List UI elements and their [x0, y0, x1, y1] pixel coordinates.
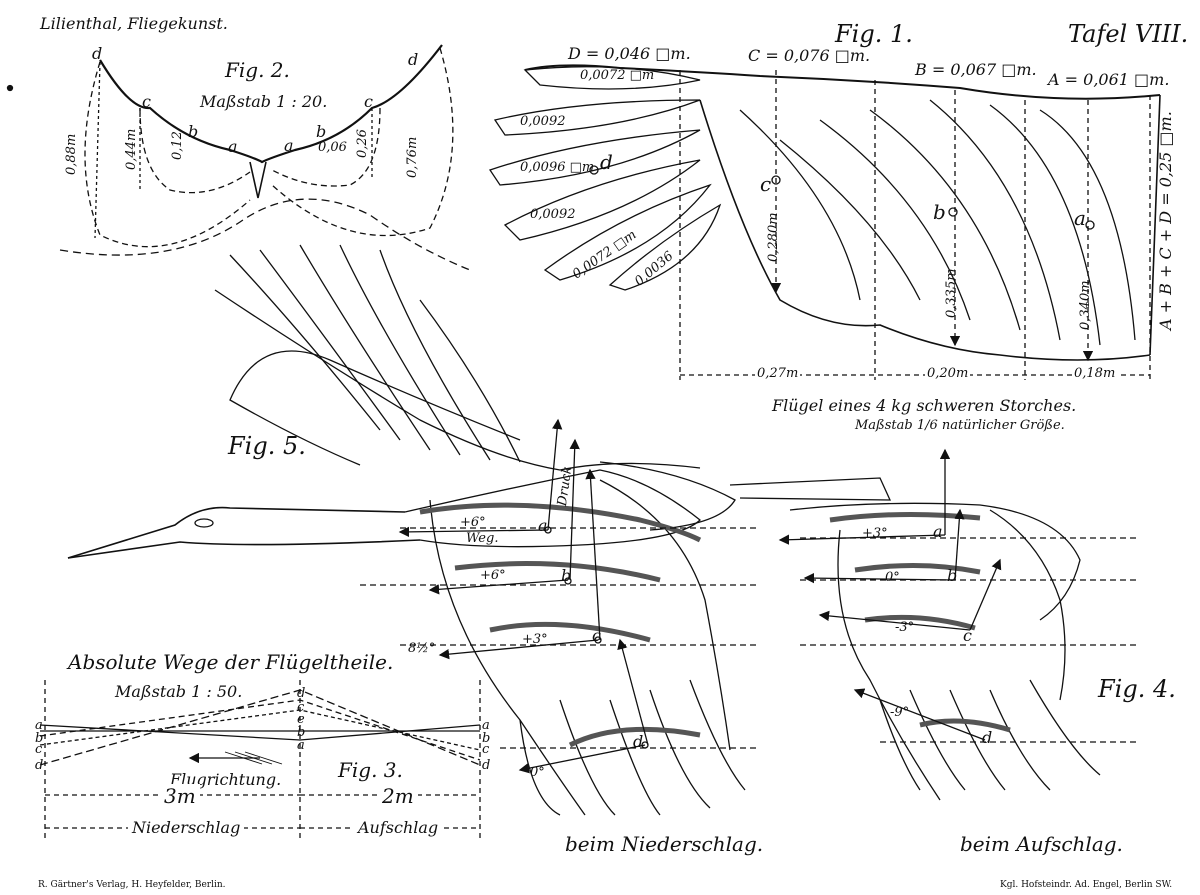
fig1-area-c: C = 0,076 □m. [748, 46, 871, 65]
fig3-left-letter-c: c [35, 742, 43, 757]
fig5-title: Fig. 5. [228, 432, 306, 460]
fig3-right-letter-a: a [482, 718, 490, 733]
fig4-point-d: d [982, 728, 993, 747]
header-publication: Lilienthal, Fliegekunst. [40, 14, 228, 33]
fig1-span-1: 0,27m [755, 366, 801, 381]
fig5-point-c: c [592, 626, 601, 645]
fig5-angle-c-path: 8½° [408, 641, 436, 656]
fig2-letter-d-right: d [408, 50, 419, 69]
fig4-angle-b: 0° [885, 570, 900, 585]
fig1-area-a: A = 0,061 □m. [1048, 70, 1170, 89]
fig1-area-sum: A + B + C + D = 0,25 □m. [1156, 111, 1175, 330]
fig3-distance-down: 3m [160, 784, 200, 808]
fig1-point-a: a [1074, 206, 1086, 230]
fig1-span-3: 0,18m [1072, 366, 1118, 381]
fig3-drawing [39, 680, 481, 840]
fig4-title: Fig. 4. [1098, 675, 1176, 703]
fig5-point-b: b [561, 566, 572, 585]
fig1-area-b: B = 0,067 □m. [915, 60, 1037, 79]
fig3-phase-down: Niederschlag [128, 818, 245, 837]
fig5-point-d: d [633, 732, 644, 751]
fig3-phase-up: Aufschlag [354, 818, 443, 837]
fig3-left-letter-d: d [35, 758, 44, 773]
fig1-title: Fig. 1. [835, 20, 913, 48]
fig5-weg-label: Weg. [466, 531, 499, 546]
fig2-letter-a-right: a [284, 136, 294, 155]
fig4-point-c: c [963, 626, 972, 645]
fig5-point-a: a [538, 516, 548, 535]
fig2-title: Fig. 2. [225, 58, 290, 82]
fig5-caption: beim Niederschlag. [565, 832, 764, 856]
fig1-point-c: c [760, 172, 772, 196]
fig1-drawing [488, 64, 1161, 380]
fig4-drawing [778, 448, 1140, 801]
fig5-angle-d: 0° [530, 765, 545, 780]
fig3-left-letter-b: b [35, 731, 44, 746]
fig3-right-letter-b: b [482, 731, 491, 746]
fig3-right-letter-d: d [482, 758, 491, 773]
fig1-scale: Maßstab 1/6 natürlicher Größe. [855, 418, 1065, 433]
fig1-point-d: d [600, 150, 613, 174]
fig1-span-2: 0,20m [925, 366, 971, 381]
fig2-dim-c-right: 0,26 [355, 129, 370, 158]
fig4-point-b: b [947, 566, 958, 585]
fig3-heading: Absolute Wege der Flügeltheile. [68, 650, 394, 674]
fig1-feather-area-2: 0,0092 [520, 114, 566, 129]
fig3-right-letter-c: c [482, 742, 490, 757]
fig2-dim-c: 0,44m [124, 128, 139, 170]
fig4-angle-a: +3° [862, 526, 888, 541]
fig4-angle-c: -3° [895, 620, 915, 635]
fig5-angle-b: +6° [480, 568, 506, 583]
fig3-scale: Maßstab 1 : 50. [115, 682, 243, 701]
fig2-dim-d: 0,88m [64, 133, 79, 175]
fig3-title: Fig. 3. [338, 758, 403, 782]
fig3-distance-up: 2m [378, 784, 418, 808]
fig1-caption: Flügel eines 4 kg schweren Storches. [772, 396, 1077, 415]
fig5-drawing [67, 244, 892, 816]
fig2-letter-a-left: a [228, 137, 238, 156]
fig3-mid-letter-a: a [297, 738, 305, 753]
fig2-letter-c-right: c [364, 92, 373, 111]
fig2-drawing [59, 44, 471, 271]
plate-title: Tafel VIII. [1068, 20, 1189, 48]
fig3-mid-letter-d: d [297, 686, 306, 701]
fig4-caption: beim Aufschlag. [960, 832, 1123, 856]
fig2-letter-b-left: b [188, 122, 199, 141]
fig2-letter-b-right: b [316, 122, 327, 141]
footer-publisher: R. Gärtner's Verlag, H. Heyfelder, Berli… [38, 880, 226, 890]
fig3-mid-letter-b: b [297, 725, 306, 740]
fig2-scale: Maßstab 1 : 20. [200, 92, 328, 111]
fig2-letter-c-left: c [142, 92, 151, 111]
fig1-feather-area-4: 0,0092 [530, 207, 576, 222]
fig2-dim-b: 0,12 [170, 131, 185, 160]
fig3-left-letter-a: a [35, 718, 43, 733]
fig1-height-a: 0,340m [1078, 280, 1093, 330]
fig2-letter-d-left: d [92, 44, 103, 63]
fig1-feather-area-1: 0,0072 □m [580, 68, 655, 83]
fig2-dim-a: 0,06 [318, 140, 347, 155]
fig1-height-c: 0,280m [766, 212, 781, 262]
fig2-dim-d-right: 0,76m [405, 136, 420, 178]
fig4-point-a: a [933, 522, 943, 541]
fig4-angle-d: -9° [890, 705, 910, 720]
fig3-mid-letter-e: e [297, 712, 305, 727]
footer-printer: Kgl. Hofsteindr. Ad. Engel, Berlin SW. [1000, 880, 1173, 890]
fig1-feather-area-3: 0,0096 □m [520, 160, 595, 175]
fig1-point-b: b [933, 200, 946, 224]
fig1-area-d: D = 0,046 □m. [568, 44, 691, 63]
fig3-mid-letter-c: c [297, 700, 305, 715]
fig5-angle-c: +3° [522, 632, 548, 647]
fig5-angle-a: +6° [460, 515, 486, 530]
fig1-height-b: 0,335m [944, 268, 959, 318]
